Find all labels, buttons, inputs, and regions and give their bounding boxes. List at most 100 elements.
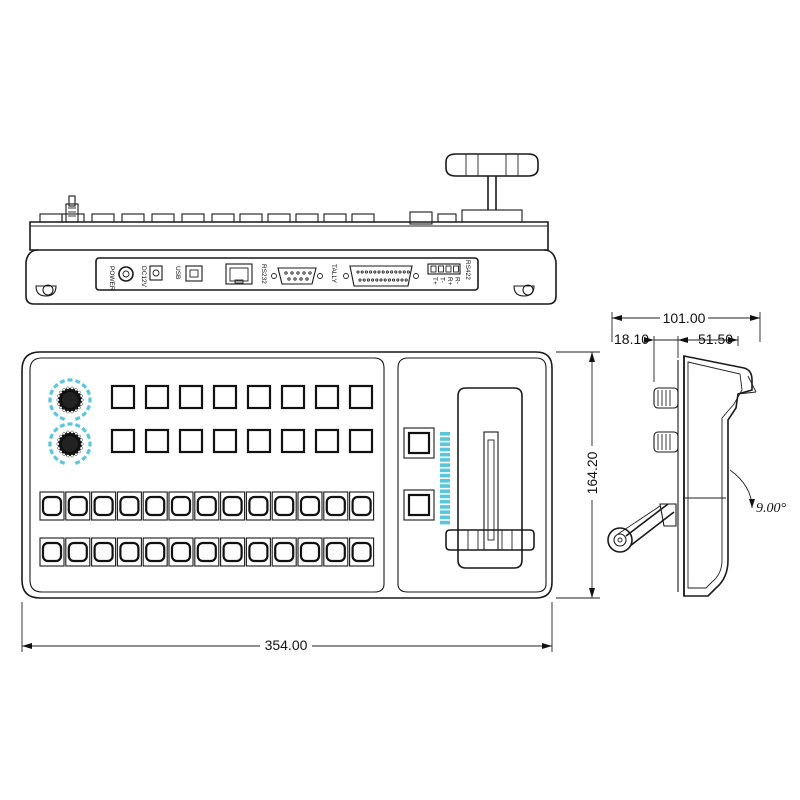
tbar-led xyxy=(440,468,450,473)
knob-group xyxy=(48,378,92,465)
macro-button[interactable] xyxy=(348,428,374,454)
rear-knob xyxy=(65,195,79,223)
bus-button[interactable] xyxy=(116,491,142,521)
macro-button[interactable] xyxy=(178,428,204,454)
tbar-led xyxy=(440,489,450,494)
svg-text:USB: USB xyxy=(174,266,181,279)
dim-side-total: 101.00 xyxy=(663,310,706,326)
macro-button[interactable] xyxy=(348,384,374,410)
rs422-pin-label: R- xyxy=(454,277,461,284)
svg-text:TALLY: TALLY xyxy=(330,264,337,284)
bus-button[interactable] xyxy=(245,491,271,521)
rear-cap xyxy=(295,213,319,223)
dimensions: 354.00 164.20 101.00 18.10 51.50 9.00° xyxy=(21,309,787,654)
rear-cap xyxy=(323,213,347,223)
rear-cap xyxy=(91,213,115,223)
svg-text:POWER: POWER xyxy=(108,266,115,291)
macro-button[interactable] xyxy=(110,428,136,454)
macro-button[interactable] xyxy=(178,384,204,410)
bus-button[interactable] xyxy=(271,491,297,521)
bus-button[interactable] xyxy=(323,491,349,521)
bus-button[interactable] xyxy=(142,537,168,567)
svg-text:RS422: RS422 xyxy=(464,260,471,280)
macro-button[interactable] xyxy=(280,384,306,410)
dim-angle: 9.00° xyxy=(756,501,787,516)
bus-button[interactable] xyxy=(323,537,349,567)
tbar-handle xyxy=(445,529,535,551)
tbar-led xyxy=(440,432,450,436)
transition-button-1[interactable] xyxy=(403,427,435,459)
rj45-port xyxy=(225,263,253,285)
bus-button[interactable] xyxy=(194,491,220,521)
macro-button[interactable] xyxy=(314,384,340,410)
rs422-pin-label: T+ xyxy=(431,277,438,285)
bus-button[interactable] xyxy=(116,537,142,567)
macro-button[interactable] xyxy=(246,428,272,454)
rear-cap xyxy=(61,213,85,223)
tbar-led xyxy=(440,479,450,483)
macro-button[interactable] xyxy=(144,384,170,410)
bus-button[interactable] xyxy=(91,491,117,521)
bus-button[interactable] xyxy=(349,491,375,521)
bus-button-grid xyxy=(39,491,375,567)
bus-button[interactable] xyxy=(39,491,65,521)
knob-1[interactable] xyxy=(48,378,92,421)
top-view xyxy=(21,351,553,599)
bus-button[interactable] xyxy=(349,537,375,567)
rs422-pin-label: R+ xyxy=(446,277,453,286)
rear-tbar-handle xyxy=(445,153,539,223)
macro-button[interactable] xyxy=(212,384,238,410)
macro-button[interactable] xyxy=(212,428,238,454)
rear-cap xyxy=(39,213,63,223)
bus-button[interactable] xyxy=(65,537,91,567)
transition-button-2[interactable] xyxy=(403,489,435,521)
side-knob-1 xyxy=(653,387,679,409)
dim-side-right: 51.50 xyxy=(698,331,733,347)
macro-button[interactable] xyxy=(246,384,272,410)
rear-cap xyxy=(437,213,457,223)
bus-button[interactable] xyxy=(194,537,220,567)
bus-button[interactable] xyxy=(297,491,323,521)
knob-2[interactable] xyxy=(48,422,92,465)
rs422-port: T+T-R+R- RS422 xyxy=(427,260,471,286)
macro-button[interactable] xyxy=(280,428,306,454)
svg-text:DC12V: DC12V xyxy=(140,266,147,288)
tbar-led xyxy=(440,442,450,447)
bus-button[interactable] xyxy=(245,537,271,567)
dim-height: 164.20 xyxy=(584,451,600,494)
tbar-led xyxy=(440,437,450,441)
usb-port: USB xyxy=(174,265,203,282)
rear-right-button xyxy=(409,211,433,225)
bus-button[interactable] xyxy=(91,537,117,567)
tbar-led xyxy=(440,510,450,514)
bus-button[interactable] xyxy=(271,537,297,567)
rs422-pin-label: T- xyxy=(439,277,446,283)
bus-button[interactable] xyxy=(168,491,194,521)
svg-text:RS232: RS232 xyxy=(260,264,267,284)
bus-button[interactable] xyxy=(220,537,246,567)
macro-button[interactable] xyxy=(144,428,170,454)
macro-button[interactable] xyxy=(314,428,340,454)
bus-button[interactable] xyxy=(39,537,65,567)
tbar[interactable] xyxy=(445,387,535,569)
tbar-led xyxy=(440,473,450,478)
macro-button[interactable] xyxy=(110,384,136,410)
bus-button[interactable] xyxy=(220,491,246,521)
bus-button[interactable] xyxy=(297,537,323,567)
tbar-led xyxy=(440,458,450,462)
tbar-led xyxy=(440,499,450,504)
macro-button-grid xyxy=(110,384,374,454)
bus-button[interactable] xyxy=(168,537,194,567)
side-lever xyxy=(607,503,677,553)
bus-button[interactable] xyxy=(65,491,91,521)
rear-cap xyxy=(181,213,205,223)
rear-cap xyxy=(151,213,175,223)
rear-cap xyxy=(239,213,263,223)
tbar-led xyxy=(440,494,450,499)
side-knob-2 xyxy=(653,431,679,453)
bus-button[interactable] xyxy=(142,491,168,521)
rear-button-caps xyxy=(39,213,457,223)
tbar-led xyxy=(440,463,450,467)
rear-view: POWER DC12V USB RS232 xyxy=(25,153,557,305)
